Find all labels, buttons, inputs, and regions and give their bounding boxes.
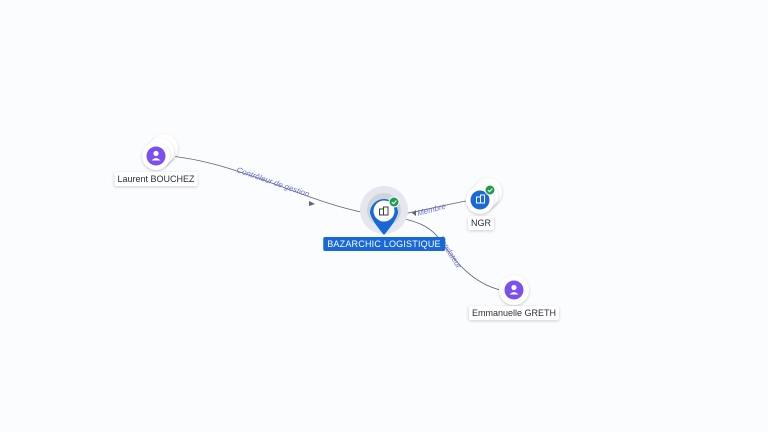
node-laurent[interactable]	[142, 134, 178, 170]
node-ngr[interactable]	[466, 178, 502, 214]
node-label-emmanuelle[interactable]: Emmanuelle GRETH	[468, 306, 560, 320]
edge-laurent-main	[169, 155, 367, 214]
building-icon	[379, 206, 389, 216]
edge-arrow-ngr	[412, 210, 416, 216]
edge-label-ngr-main: Membre	[416, 202, 447, 218]
person-icon	[509, 284, 519, 295]
person-icon	[151, 150, 161, 161]
building-icon	[476, 194, 485, 204]
node-label-laurent[interactable]: Laurent BOUCHEZ	[114, 172, 198, 186]
edge-ngr-main	[402, 200, 467, 215]
node-label-main[interactable]: BAZARCHIC LOGISTIQUE	[323, 237, 445, 251]
edge-arrow-laurent	[309, 201, 315, 206]
verified-check-icon	[484, 184, 496, 196]
verified-check-icon	[388, 196, 400, 208]
edge-label-laurent-main: Contrôleur de gestion	[235, 165, 311, 199]
node-label-ngr[interactable]: NGR	[468, 216, 494, 230]
node-main[interactable]	[360, 186, 408, 235]
node-emmanuelle[interactable]	[499, 275, 529, 305]
